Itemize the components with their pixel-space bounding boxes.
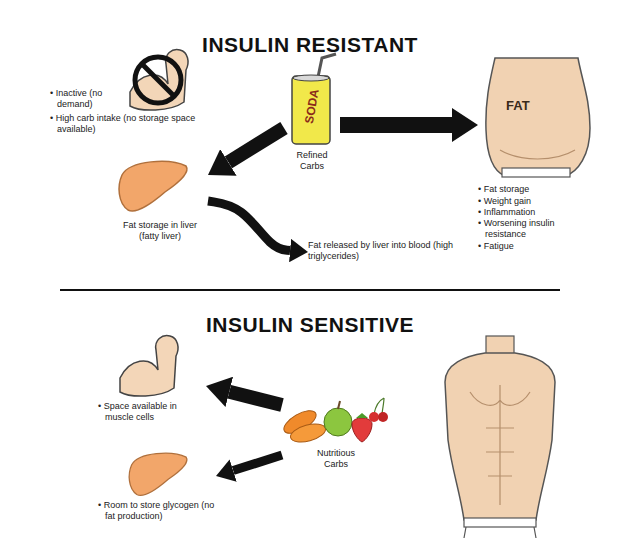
illustration-node: • Room to store glycogen (no fat product… — [98, 452, 216, 523]
cherry — [378, 412, 388, 422]
illustration-node: • Space available in muscle cells — [98, 333, 206, 424]
shape-label: FAT — [478, 98, 596, 114]
caption-text: • Inflammation — [478, 207, 596, 218]
liver — [129, 453, 187, 495]
strawberry — [352, 418, 372, 442]
caption-text: Fat released by liver into blood (high t… — [308, 240, 473, 263]
caption-text: • Fatigue — [478, 241, 596, 252]
section-title: INSULIN SENSITIVE — [0, 312, 620, 338]
arm-icon — [120, 336, 178, 396]
muscle-lines — [470, 385, 530, 505]
caption-text: Fat storage in liver (fatty liver) — [112, 220, 208, 243]
caption-text: Nutritious Carbs — [282, 448, 390, 471]
caption-text: • Fat storage — [478, 184, 596, 195]
prohibition-bar — [142, 64, 174, 96]
prohibition-sign — [135, 57, 181, 103]
text-slot: SODA — [284, 70, 340, 142]
caption-text: • Weight gain — [478, 196, 596, 207]
lean-torso — [445, 353, 555, 520]
flow-arrow — [340, 117, 452, 133]
can-top — [293, 75, 329, 81]
caption-text: • High carb intake (no storage space ava… — [50, 113, 197, 136]
flow-arrow — [233, 455, 282, 471]
apple-stem — [338, 401, 340, 409]
caption-text: Refined Carbs — [284, 150, 340, 173]
belt — [464, 518, 536, 527]
strawberry-leaf — [356, 413, 368, 418]
section-title: INSULIN RESISTANT — [0, 32, 620, 58]
flow-arrow — [229, 392, 282, 405]
can-label: SODA — [302, 88, 323, 125]
caption-text: • Inactive (no demand) — [50, 88, 129, 111]
straw — [318, 54, 336, 77]
caption-text: • Room to store glycogen (no fat product… — [98, 500, 216, 523]
apple — [324, 408, 352, 436]
illustration-node: Nutritious Carbs — [282, 388, 390, 471]
soda-can — [292, 76, 330, 144]
sweet-potato — [289, 421, 328, 446]
waistband — [464, 527, 536, 538]
illustration-node: FAT • Fat storage• Weight gain• Inflammat… — [478, 58, 596, 252]
fat-belly — [486, 58, 590, 176]
liver — [119, 161, 187, 211]
belly-fold — [500, 150, 575, 159]
flow-arrow — [208, 201, 290, 251]
belt — [502, 168, 570, 177]
illustration-node: Fat released by liver into blood (high t… — [308, 240, 473, 263]
divider-line — [60, 289, 560, 291]
cherry-stem — [374, 398, 384, 414]
illustration-node: SODA Refined Carbs — [284, 70, 340, 173]
illustration-node: Fat storage in liver (fatty liver) — [112, 158, 208, 243]
cherry — [369, 412, 379, 422]
caption-text: • Space available in muscle cells — [98, 401, 206, 424]
flow-arrow — [228, 128, 284, 162]
arm-icon — [130, 50, 188, 110]
caption-text: • Worsening insulin resistance — [478, 218, 596, 241]
